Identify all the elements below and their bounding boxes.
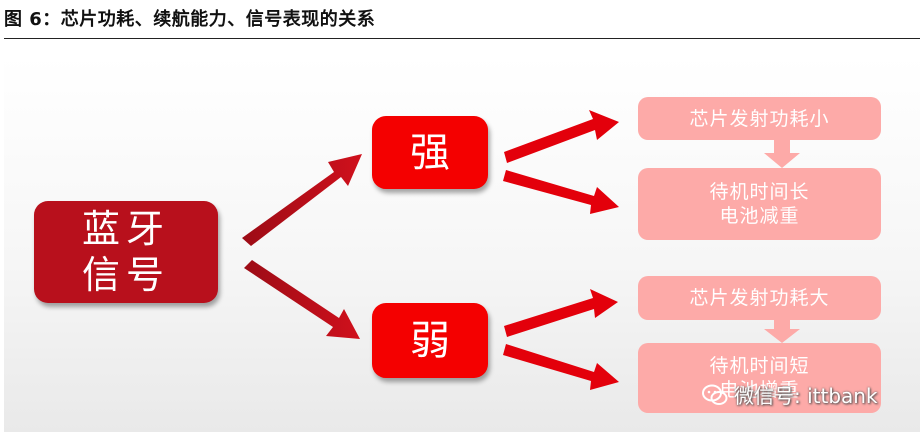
strong-signal-node: 强 <box>372 116 488 189</box>
short-standby-label: 待机时间短 <box>709 355 810 377</box>
arrow-leaf1-to-leaf2 <box>764 140 800 168</box>
wechat-icon <box>702 384 728 406</box>
root-label-line2: 信号 <box>81 253 170 297</box>
arrow-root-to-strong <box>242 154 362 246</box>
arrow-leaf3-to-leaf4 <box>764 320 800 343</box>
bluetooth-signal-node: 蓝牙 信号 <box>34 201 218 303</box>
arrow-strong-to-leaf1 <box>504 110 619 163</box>
long-standby-label: 待机时间长 <box>709 181 810 203</box>
arrow-weak-to-leaf4 <box>503 344 619 390</box>
watermark-text: 微信号: ittbank <box>734 384 878 408</box>
battery-heavier-label: 电池增重 <box>719 379 800 401</box>
high-power-label: 芯片发射功耗大 <box>689 287 830 309</box>
low-power-node: 芯片发射功耗小 <box>638 97 881 140</box>
battery-lighter-label: 电池减重 <box>719 205 800 227</box>
short-standby-node: 待机时间短 电池增重 <box>638 343 881 413</box>
low-power-label: 芯片发射功耗小 <box>689 107 830 130</box>
figure-title: 图 6：芯片功耗、续航能力、信号表现的关系 <box>4 9 376 30</box>
arrow-root-to-weak <box>244 260 360 339</box>
wechat-watermark: 微信号: ittbank <box>702 380 878 409</box>
strong-label: 强 <box>410 129 450 176</box>
long-standby-node: 待机时间长 电池减重 <box>638 168 881 240</box>
weak-label: 弱 <box>410 317 450 364</box>
title-divider <box>4 38 920 39</box>
high-power-node: 芯片发射功耗大 <box>638 276 881 320</box>
arrow-weak-to-leaf3 <box>504 289 618 337</box>
weak-signal-node: 弱 <box>372 303 488 378</box>
root-label-line1: 蓝牙 <box>81 207 170 251</box>
arrow-strong-to-leaf2 <box>503 170 619 214</box>
